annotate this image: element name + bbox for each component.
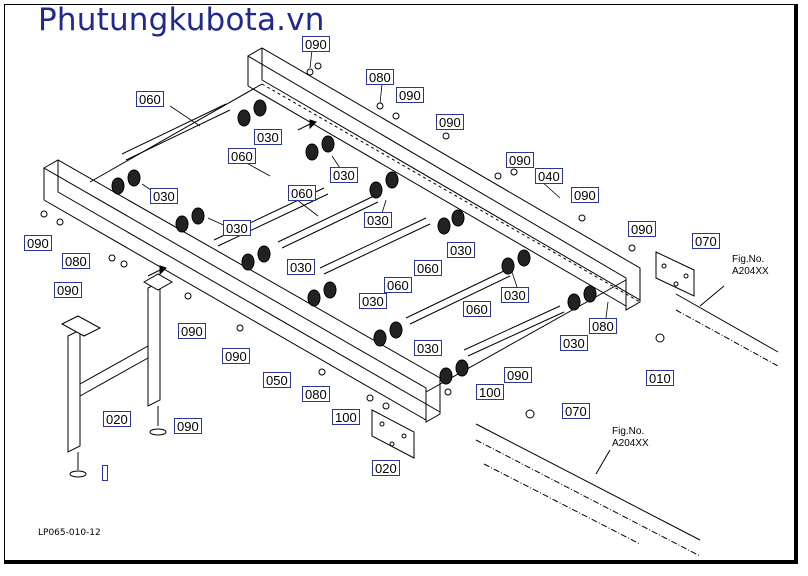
part-label-030[interactable]: 030 <box>254 129 282 145</box>
direction-arrows <box>147 119 317 277</box>
part-label-060[interactable]: 060 <box>136 91 164 107</box>
part-label-030[interactable]: 030 <box>330 167 358 183</box>
part-label-030[interactable]: 030 <box>150 188 178 204</box>
part-label-090[interactable]: 090 <box>436 114 464 130</box>
part-label-090[interactable]: 090 <box>302 36 330 52</box>
part-label-080[interactable]: 080 <box>62 253 90 269</box>
figure-ref-title: Fig.No. <box>612 426 645 437</box>
figure-ref-upper: Fig.No. A204XX <box>732 254 769 278</box>
part-label-030[interactable]: 030 <box>287 259 315 275</box>
figure-ref-number: A204XX <box>732 266 769 277</box>
part-label-090[interactable]: 090 <box>506 152 534 168</box>
part-label-070[interactable]: 020 <box>372 460 400 476</box>
leg-stand-010 <box>60 273 174 453</box>
part-label-090[interactable]: 090 <box>24 235 52 251</box>
figure-ref-title: Fig.No. <box>732 254 765 265</box>
part-label-060[interactable]: 060 <box>288 185 316 201</box>
part-label-090[interactable]: 090 <box>222 348 250 364</box>
frame-rail-040 <box>247 47 641 311</box>
part-label-020[interactable]: 090 <box>174 418 202 434</box>
part-label-030[interactable]: 030 <box>359 293 387 309</box>
part-label-030[interactable]: 030 <box>223 220 251 236</box>
part-label-030[interactable]: 030 <box>447 242 475 258</box>
part-label-070[interactable]: 070 <box>692 233 720 249</box>
adjacent-frames <box>475 285 779 557</box>
part-label-100[interactable]: 070 <box>562 403 590 419</box>
part-label-080[interactable]: 080 <box>366 69 394 85</box>
part-label-060[interactable]: 060 <box>384 277 412 293</box>
adjuster-bolts-020 <box>69 406 167 478</box>
diagram-code: LP065-010-12 <box>38 528 101 538</box>
part-label-090[interactable]: 090 <box>54 282 82 298</box>
watermark-site-name: Phutungkubota.vn <box>38 2 325 38</box>
part-label-090[interactable]: 100 <box>332 409 360 425</box>
part-label-090[interactable]: 090 <box>396 87 424 103</box>
part-label-030[interactable]: 030 <box>364 212 392 228</box>
part-label-080[interactable]: 080 <box>589 318 617 334</box>
part-label-090[interactable]: 080 <box>302 386 330 402</box>
part-label-080[interactable]: 100 <box>476 384 504 400</box>
part-label-060[interactable]: 060 <box>463 301 491 317</box>
fasteners <box>40 62 665 419</box>
part-label-090[interactable]: 090 <box>178 323 206 339</box>
end-brackets-070 <box>371 251 695 459</box>
part-label-030[interactable]: 030 <box>501 287 529 303</box>
part-label-060[interactable]: 060 <box>414 260 442 276</box>
part-label-040[interactable]: 040 <box>535 168 563 184</box>
figure-ref-lower: Fig.No. A204XX <box>612 426 649 450</box>
part-label-010[interactable]: 020 <box>103 411 131 427</box>
part-label-030[interactable]: 030 <box>560 335 588 351</box>
part-label-100[interactable]: 010 <box>646 370 674 386</box>
part-label-090[interactable]: 090 <box>628 221 656 237</box>
part-label-060[interactable]: 060 <box>228 148 256 164</box>
diagram-frame <box>4 4 798 564</box>
roller-gears-030 <box>111 99 597 385</box>
figure-ref-number: A204XX <box>612 438 649 449</box>
part-label-030[interactable]: 030 <box>414 340 442 356</box>
part-label-020[interactable] <box>102 465 108 481</box>
part-label-050[interactable]: 050 <box>263 372 291 388</box>
frame-rail-050 <box>42 159 441 423</box>
part-label-090[interactable]: 090 <box>571 187 599 203</box>
part-label-030[interactable]: 090 <box>504 367 532 383</box>
